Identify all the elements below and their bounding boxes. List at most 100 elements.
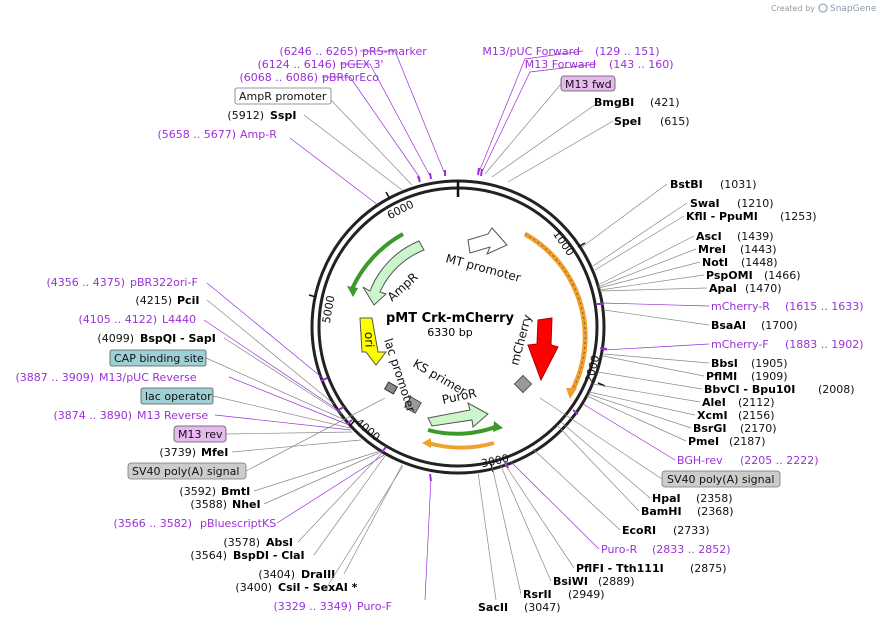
primer-label-puro-r[interactable]: Puro-R: [601, 543, 638, 556]
site-label-xcmi[interactable]: XcmI: [697, 409, 728, 422]
primer-label-l4440[interactable]: L4440: [162, 313, 196, 326]
primer-label-mcherry-f[interactable]: mCherry-F: [711, 338, 769, 351]
site-label-bsiwi[interactable]: BsiWI: [553, 575, 588, 588]
primer-label-m13-forward[interactable]: M13 Forward: [525, 58, 596, 71]
primer-label-pgex-3[interactable]: pGEX 3': [340, 58, 384, 71]
site-pos-swai: (1210): [737, 197, 774, 210]
primer-label-pbr322ori-f[interactable]: pBR322ori-F: [130, 276, 198, 289]
leader-hpai: [560, 421, 651, 499]
site-pos-nhei: (3588): [190, 498, 227, 511]
site-label-krei[interactable]: MreI: [698, 243, 726, 256]
feature-ori-arrow[interactable]: [359, 317, 388, 366]
site-label-bsrgi[interactable]: BsrGI: [693, 422, 726, 435]
primer-label-m13-reverse[interactable]: M13 Reverse: [137, 409, 208, 422]
site-pos-bbsi: (1905): [751, 357, 788, 370]
site-label-bmti[interactable]: BmtI: [221, 485, 250, 498]
site-label-pcii[interactable]: PciI: [177, 294, 199, 307]
site-label-asci[interactable]: AscI: [696, 230, 722, 243]
site-label-swai[interactable]: SwaI: [690, 197, 720, 210]
primer-label-prs-marker[interactable]: pRS-marker: [362, 45, 427, 58]
site-label-pflfi-tth111i[interactable]: PflFI - Tth111I: [576, 562, 664, 575]
arrowhead-orange-bottom: [422, 438, 431, 448]
feature-mt-promoter-arrow[interactable]: [467, 227, 508, 255]
site-pos-spei: (615): [660, 115, 690, 128]
site-pos-pflmi: (1909): [751, 370, 788, 383]
leader-lac-operator: [212, 395, 351, 429]
feature-arc-orange-right: [523, 231, 588, 395]
site-pos-rsrii: (2949): [568, 588, 605, 601]
primer-range-puro-f: (3329 .. 3349): [273, 600, 352, 613]
site-label-rsrii[interactable]: RsrII: [523, 588, 552, 601]
primer-label-pbluescriptks[interactable]: pBluescriptKS: [200, 517, 276, 530]
tick-mark-3000: [490, 463, 494, 473]
feature-box-m13-fwd[interactable]: [560, 75, 616, 92]
site-label-sspi[interactable]: SspI: [270, 109, 296, 122]
site-label-mfei[interactable]: MfeI: [201, 446, 228, 459]
site-label-bspqi-sapi[interactable]: BspQI - SapI: [140, 332, 216, 345]
site-label-bspdi-clai[interactable]: BspDI - ClaI: [233, 549, 305, 562]
feature-puror-arrow[interactable]: [427, 401, 489, 428]
primer-label-m13-puc-reverse[interactable]: M13/pUC Reverse: [99, 371, 197, 384]
primer-label-m13-puc-forward[interactable]: M13/pUC Forward: [482, 45, 580, 58]
leader-bstbi: [581, 183, 668, 248]
feature-arc-orange-right-edge: [524, 233, 586, 394]
primer-tick-pbluescriptks: [381, 446, 387, 453]
leader-pflfi-tth111i: [503, 462, 575, 569]
primer-range-mcherry-r: (1615 .. 1633): [785, 300, 864, 313]
site-label-bsaai[interactable]: BsaAI: [711, 319, 746, 332]
site-label-sacii[interactable]: SacII: [478, 601, 508, 614]
site-label-bamhi[interactable]: BamHI: [641, 505, 682, 518]
tick-mark-6000: [385, 191, 391, 200]
site-label-bmgbi[interactable]: BmgBI: [594, 96, 634, 109]
primer-tick-m13-puc-forward: [477, 167, 480, 176]
snapgene-brand: SnapGene: [830, 4, 877, 14]
primer-label-amp-r[interactable]: Amp-R: [240, 128, 277, 141]
feature-arc-green-bottom: [427, 424, 499, 436]
site-label-bbsi[interactable]: BbsI: [711, 357, 738, 370]
leader-pbrforeco: [322, 76, 421, 179]
leader-bspdi-clai: [313, 455, 386, 556]
site-label-nhei[interactable]: NheI: [232, 498, 261, 511]
leader-l4440: [203, 319, 342, 413]
primer-tick-pbrforeco: [417, 175, 421, 183]
leader-pgex-3: [340, 63, 431, 177]
site-pos-bsaai: (1700): [761, 319, 798, 332]
site-label-bbvci-bpu10i[interactable]: BbvCI - Bpu10I: [704, 383, 795, 396]
leader-bmgbi: [491, 103, 597, 178]
site-pos-pmei: (2187): [729, 435, 766, 448]
leader-sspi: [303, 114, 403, 191]
site-label-kfli-ppumi[interactable]: KflI - PpuMI: [686, 210, 758, 223]
leader-bgh-rev: [582, 403, 676, 461]
site-label-draiii[interactable]: DraIII: [301, 568, 335, 581]
site-pos-hpai: (2358): [696, 492, 733, 505]
site-label-pmei[interactable]: PmeI: [688, 435, 719, 448]
primer-label-puro-f[interactable]: Puro-F: [357, 600, 392, 613]
site-label-ecori[interactable]: EcoRI: [622, 524, 656, 537]
site-label-hpai[interactable]: HpaI: [652, 492, 681, 505]
primer-range-mcherry-f: (1883 .. 1902): [785, 338, 864, 351]
leader-sv40-polya-left: [245, 397, 386, 472]
marker-lac-promoter: [383, 381, 399, 395]
feature-box-label-cap-binding-site: CAP binding site: [114, 352, 204, 365]
site-label-pspomi[interactable]: PspOMI: [706, 269, 753, 282]
feature-box-ampr-promoter[interactable]: [234, 87, 332, 105]
site-label-alei[interactable]: AleI: [702, 396, 726, 409]
site-label-absi[interactable]: AbsI: [266, 536, 293, 549]
feature-ampr-arrow[interactable]: [362, 240, 425, 306]
site-pos-absi: (3578): [223, 536, 260, 549]
site-pos-mrei: (1443): [740, 243, 777, 256]
site-label-spei[interactable]: SpeI: [614, 115, 641, 128]
site-pos-mfei: (3739): [159, 446, 196, 459]
site-pos-kfli-ppumi: (1253): [780, 210, 817, 223]
site-label-bstbi[interactable]: BstBI: [670, 178, 703, 191]
primer-label-mcherry-r[interactable]: mCherry-R: [711, 300, 770, 313]
tick-label-5000: 5000: [320, 294, 338, 324]
leader-m13-forward: [481, 63, 597, 173]
site-label-noti[interactable]: NotI: [702, 256, 728, 269]
site-label-csii-sexai[interactable]: CsiI - SexAI *: [278, 581, 358, 594]
primer-label-bgh-rev[interactable]: BGH-rev: [677, 454, 723, 467]
site-pos-pcii: (4215): [135, 294, 172, 307]
site-label-apai[interactable]: ApaI: [709, 282, 737, 295]
feature-mcherry-arrow[interactable]: [527, 317, 559, 382]
site-label-pflmi[interactable]: PflMI: [706, 370, 737, 383]
